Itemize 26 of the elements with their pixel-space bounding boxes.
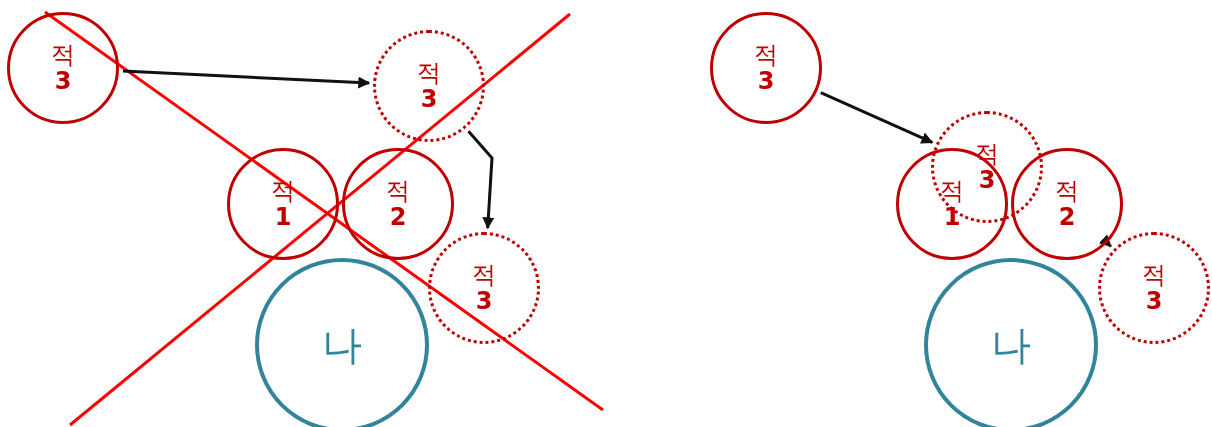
stone-circle: [227, 148, 339, 260]
stone-label: 적 1: [270, 177, 296, 231]
stone-label: 적 3: [416, 59, 442, 113]
dotted-stone-circle: [931, 111, 1043, 223]
stone-label: 나: [991, 323, 1031, 367]
player-circle: [924, 258, 1098, 427]
arrow: [1098, 234, 1112, 248]
stone-circle: [1011, 148, 1123, 260]
stone-label: 나: [322, 323, 362, 367]
dotted-stone-circle: [1098, 232, 1210, 344]
player-circle: [255, 258, 429, 427]
dotted-stone-circle: [373, 30, 485, 142]
stone-label: 적 3: [1141, 261, 1167, 315]
arrow: [467, 130, 495, 230]
stone-circle: [7, 12, 119, 124]
stone-circle: [342, 148, 454, 260]
arrow: [820, 91, 934, 144]
stone-circle: [710, 12, 822, 124]
dotted-stone-circle: [428, 232, 540, 344]
stone-label: 적 3: [50, 41, 76, 95]
arrow: [122, 69, 371, 89]
stone-label: 적 2: [1054, 177, 1080, 231]
stone-label: 적 3: [471, 261, 497, 315]
stone-label: 적 3: [753, 41, 779, 95]
stone-label: 적 2: [385, 177, 411, 231]
stone-label: 적 1: [939, 177, 965, 231]
